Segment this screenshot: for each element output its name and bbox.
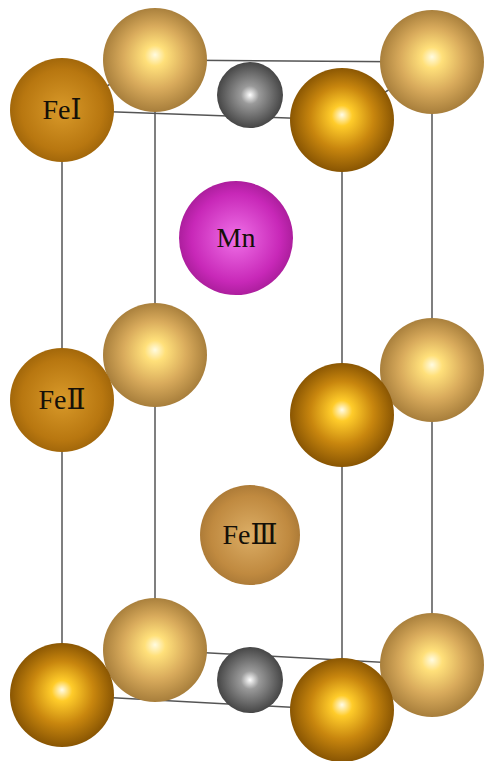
atom-spheres <box>10 8 484 761</box>
manganese-atom: Mn <box>179 181 293 295</box>
iron-atom: FeⅡ <box>10 348 114 452</box>
iron-atom: FeⅠ <box>10 58 114 162</box>
atom-label: FeⅢ <box>222 521 277 549</box>
atom-label: Mn <box>217 224 256 252</box>
cell-edges <box>62 60 432 710</box>
atom-label: FeⅡ <box>38 386 85 414</box>
atom-label: FeⅠ <box>42 96 81 124</box>
iron-atom: FeⅢ <box>200 485 300 585</box>
